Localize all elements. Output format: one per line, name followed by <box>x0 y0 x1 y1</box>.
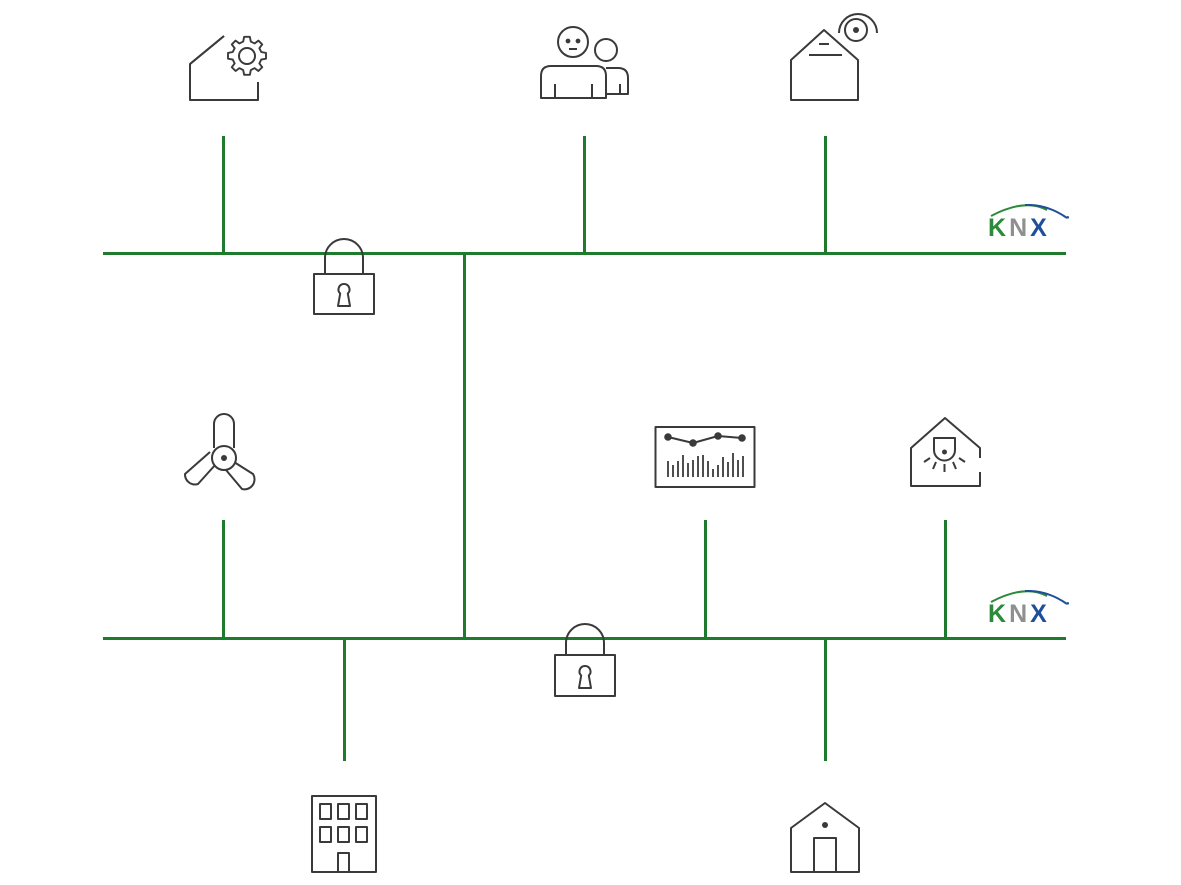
knx-trademark-dot: ● <box>1066 601 1070 607</box>
knx-letter-x: X <box>1030 214 1050 242</box>
drop-line-house <box>824 637 827 761</box>
drop-line-lighting <box>944 520 947 639</box>
house-icon <box>788 800 864 876</box>
backbone-vertical-line <box>463 252 466 640</box>
knx-arc-icon <box>990 204 1068 219</box>
house-wireless-icon <box>788 8 888 104</box>
users-icon <box>538 26 633 104</box>
drop-line-settings <box>222 136 225 254</box>
padlock-icon-bottom <box>553 623 619 703</box>
house-gear-icon <box>186 30 276 105</box>
chart-dashboard-icon <box>654 425 758 489</box>
fan-icon <box>180 412 270 492</box>
drop-line-wireless <box>824 136 827 254</box>
padlock-icon-top <box>312 238 378 318</box>
drop-line-office <box>343 637 346 761</box>
office-building-icon <box>310 794 380 874</box>
knx-letter-n: N <box>1009 214 1031 242</box>
knx-letter-k: K <box>988 600 1010 628</box>
house-light-icon <box>909 416 987 490</box>
drop-line-fan <box>222 520 225 639</box>
bottom-bus-line <box>103 637 1066 640</box>
knx-trademark-dot: ● <box>1066 215 1070 221</box>
knx-logo-top: KNX ● <box>985 204 1071 244</box>
knx-letter-x: X <box>1030 600 1050 628</box>
knx-arc-icon <box>990 590 1068 605</box>
drop-line-users <box>583 136 586 254</box>
knx-letter-k: K <box>988 214 1010 242</box>
knx-logo-bottom: KNX ● <box>985 590 1071 630</box>
knx-letter-n: N <box>1009 600 1031 628</box>
drop-line-dashboard <box>704 520 707 639</box>
